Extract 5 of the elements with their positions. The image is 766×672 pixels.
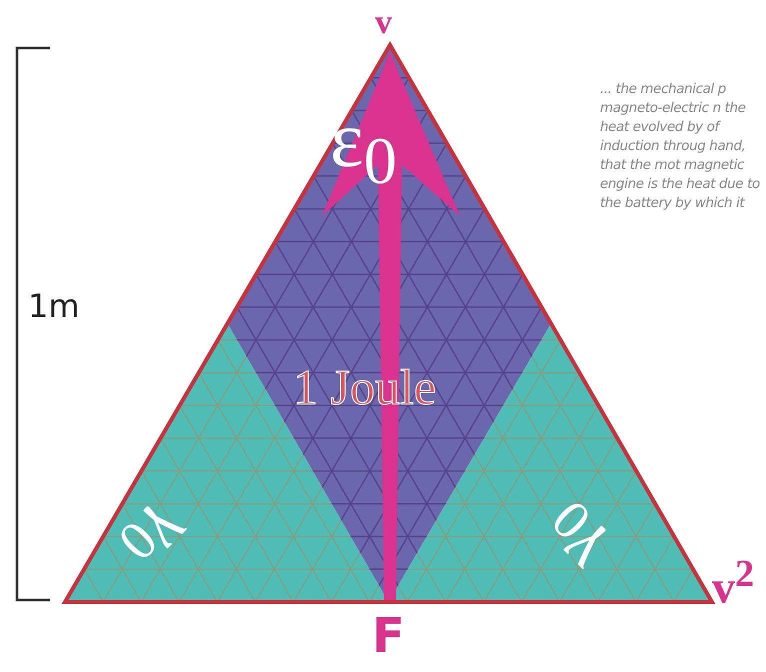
- vertex-label: v: [375, 6, 392, 40]
- vertex-label: v$^{2}$: [712, 555, 754, 610]
- dimension-label: 1m: [28, 290, 80, 322]
- vertex-label: F: [372, 612, 405, 660]
- quote-text: ... the mechanical p magneto-electric n the heat evolved by of induction throug hand, that the mot magnetic engine is the heat due to the battery by which it: [600, 80, 761, 213]
